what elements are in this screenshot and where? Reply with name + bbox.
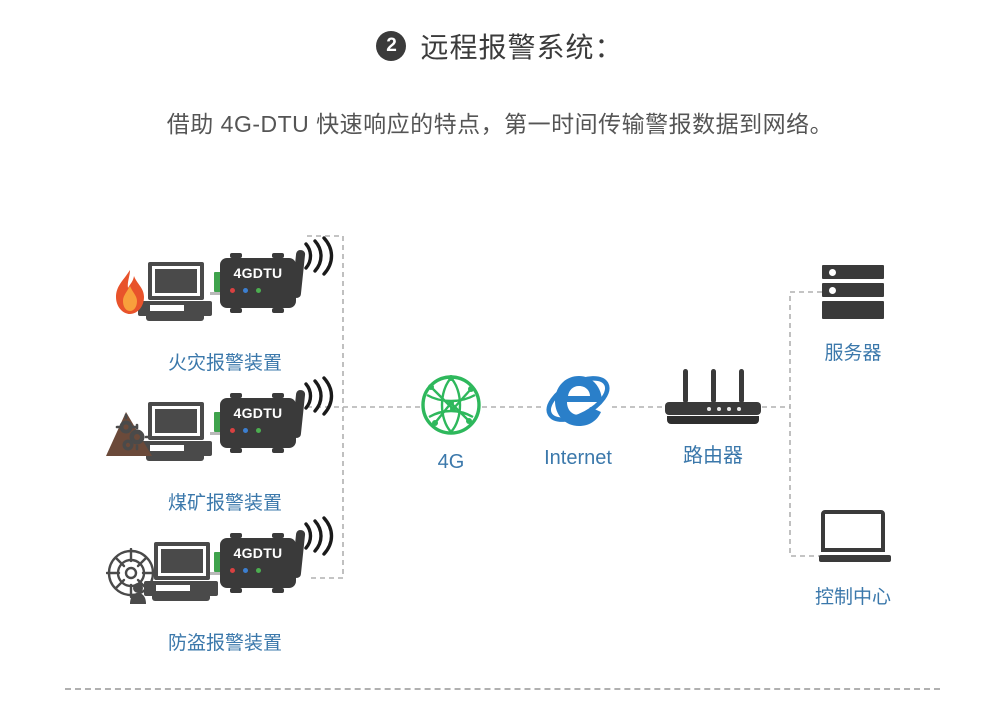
- page-subtitle: 借助 4G-DTU 快速响应的特点，第一时间传输警报数据到网络。: [166, 111, 834, 137]
- node-label-control-center: 控制中心: [814, 587, 891, 608]
- rockslide-gear-icon: [104, 410, 160, 465]
- device-group: 4GDTU: [110, 236, 340, 340]
- node-label-server: 服务器: [824, 343, 882, 364]
- node-label-router: 路由器: [683, 445, 743, 467]
- server-rack-icon: [773, 256, 933, 328]
- node-label-internet: Internet: [544, 447, 612, 469]
- laptop-icon: [773, 500, 933, 572]
- dtu-leds: [230, 288, 261, 293]
- dtu-module-icon: 4GDTU: [214, 376, 334, 454]
- node-label-coalmine: 煤矿报警装置: [167, 493, 282, 514]
- network-globe-icon: [381, 371, 521, 439]
- dtu-label: 4GDTU: [233, 265, 283, 281]
- signal-waves-icon: [300, 234, 334, 283]
- dtu-label: 4GDTU: [233, 545, 283, 561]
- dtu-module-icon: 4GDTU: [214, 236, 334, 314]
- router-icon: [643, 365, 783, 433]
- section-divider: [65, 688, 940, 690]
- computer-icon: [138, 402, 212, 461]
- device-group: 4GDTU: [105, 516, 340, 620]
- flame-icon: [110, 268, 150, 321]
- dtu-module-icon: 4GDTU: [214, 516, 334, 594]
- page-title: 远程报警系统：: [420, 32, 624, 63]
- section-number-badge: 2: [376, 31, 407, 61]
- signal-waves-icon: [300, 374, 334, 423]
- node-server[interactable]: 服务器: [773, 256, 933, 365]
- right-bus-line: [789, 291, 822, 557]
- dtu-label: 4GDTU: [233, 405, 283, 421]
- node-label-4g: 4G: [437, 451, 465, 473]
- radar-intruder-icon: [105, 547, 164, 609]
- computer-icon: [138, 262, 212, 321]
- node-internet[interactable]: Internet: [508, 367, 648, 470]
- dtu-leds: [230, 568, 261, 573]
- internet-explorer-icon: [508, 367, 648, 435]
- dtu-leds: [230, 428, 261, 433]
- node-label-burglar: 防盗报警装置: [167, 633, 282, 654]
- node-router[interactable]: 路由器: [643, 365, 783, 468]
- node-4g[interactable]: 4G: [381, 371, 521, 474]
- section-header: 2 远程报警系统：: [0, 26, 1000, 66]
- node-label-fire: 火灾报警装置: [167, 353, 282, 374]
- device-group: 4GDTU: [106, 376, 340, 480]
- signal-waves-icon: [300, 514, 334, 563]
- computer-icon: [144, 542, 218, 601]
- node-control-center[interactable]: 控制中心: [773, 500, 933, 609]
